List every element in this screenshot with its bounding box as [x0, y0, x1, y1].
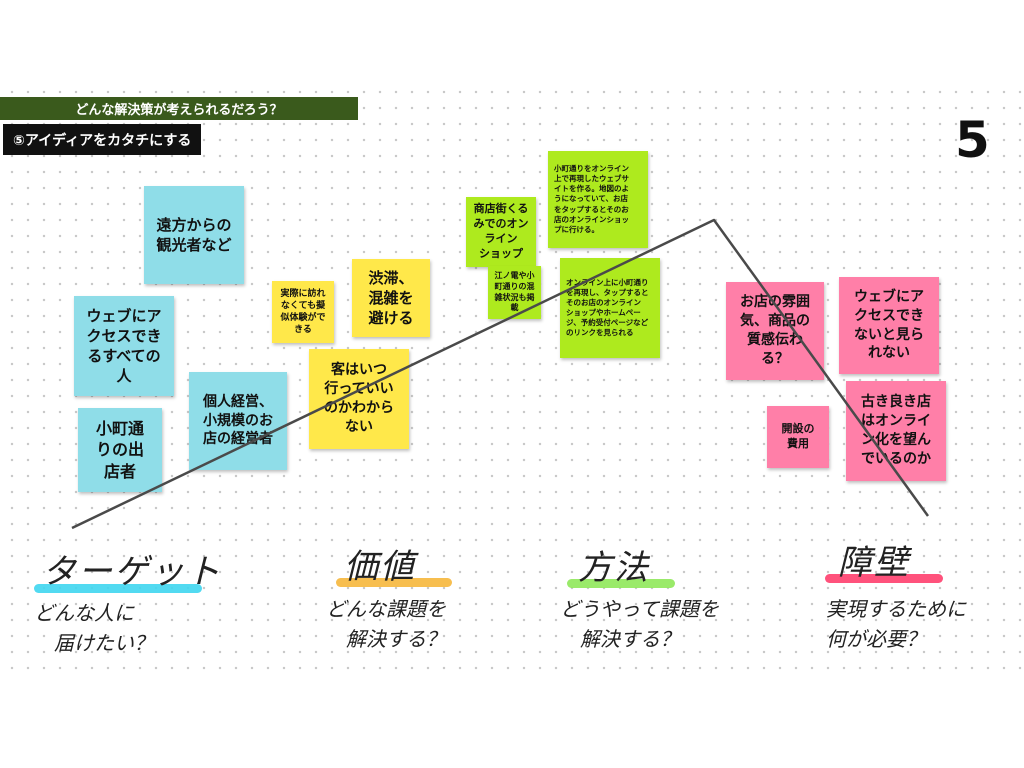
sticky-note-no-web-access[interactable]: ウェブにア クセスでき ないと見ら れない — [839, 277, 939, 374]
target-label: ターゲット — [42, 552, 222, 592]
sticky-note-when-to-go[interactable]: 客はいつ 行っていい のかわから ない — [309, 349, 409, 449]
barrier-subtext: 実現するために 何が必要？ — [826, 597, 966, 651]
value-label: 価値 — [344, 547, 416, 587]
sticky-note-virtual-experience[interactable]: 実際に訪れ なくても擬 似体験がで きる — [272, 281, 334, 343]
step-subtitle: ⑤アイディアをカタチにする — [3, 124, 202, 155]
value-highlight — [336, 578, 452, 587]
sticky-note-setup-cost[interactable]: 開設の 費用 — [767, 406, 829, 468]
sticky-note-enoden-status[interactable]: 江ノ電や小 町通りの混 雑状況も掲 載 — [488, 266, 541, 319]
target-highlight — [34, 584, 202, 593]
sticky-note-small-business[interactable]: 個人経営、 小規模のお 店の経営者 — [189, 372, 287, 470]
page-number: 5 — [955, 111, 990, 169]
barrier-label: 障壁 — [838, 543, 910, 583]
sticky-note-website[interactable]: 小町通りをオンライン 上で再現したウェブサ イトを作る。地図のよ うになっていて… — [548, 151, 648, 248]
method-label: 方法 — [578, 548, 650, 588]
sticky-note-web-users[interactable]: ウェブにア クセスでき るすべての 人 — [74, 296, 174, 396]
sticky-note-avoid-congestion[interactable]: 渋滞、 混雑を 避ける — [352, 259, 430, 337]
sticky-note-atmosphere[interactable]: お店の雰囲 気、商品の 質感伝わ る？ — [726, 282, 824, 380]
method-highlight — [567, 579, 675, 588]
sticky-note-online-shop[interactable]: 商店街くる みでのオン ライン ショップ — [466, 197, 536, 267]
value-subtext: どんな課題を 解決する？ — [326, 597, 446, 651]
target-subtext: どんな人に 届けたい？ — [34, 601, 154, 655]
barrier-highlight — [825, 574, 943, 583]
method-subtext: どうやって課題を 解決する？ — [560, 597, 719, 651]
sticky-note-shop-links[interactable]: オンライン上に小町通り を再現し、タップすると そのお店のオンライン ショップや… — [560, 258, 660, 358]
sticky-note-old-shops[interactable]: 古き良き店 はオンライ ン化を望ん でいるのか — [846, 381, 946, 481]
sticky-note-tourists[interactable]: 遠方からの 観光者など — [144, 186, 244, 284]
sticky-note-shop-owners[interactable]: 小町通 りの出 店者 — [78, 408, 162, 492]
question-banner: どんな解決策が考えられるだろう？ — [0, 97, 358, 120]
